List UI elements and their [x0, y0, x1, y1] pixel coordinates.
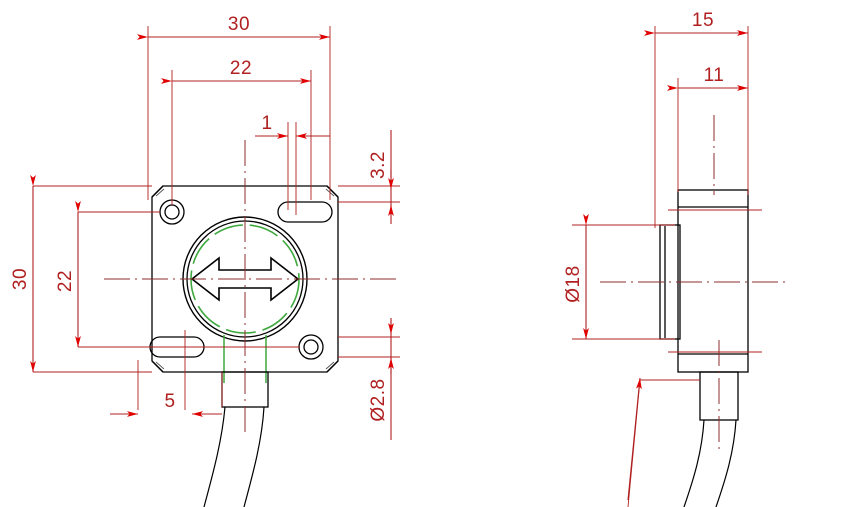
dimension-label-front-holespacing-v-22: 22 — [55, 270, 76, 292]
side-body-outline — [677, 189, 749, 373]
dimension-label-front-flange-3-2: 3.2 — [368, 151, 389, 179]
dimension-label-side-body-depth-11: 11 — [704, 65, 725, 86]
dimension-side-sensor-dia-18: Ø18 — [563, 214, 589, 339]
side-cable-wires — [683, 419, 737, 507]
front-cable-wires — [203, 406, 265, 507]
dimension-label-front-holespacing-22: 22 — [230, 58, 252, 79]
dimension-front-cable-offset-5: 5 — [110, 391, 222, 417]
front-centerlines — [104, 140, 398, 434]
dimension-label-front-height-30: 30 — [10, 268, 31, 290]
dimension-label-front-cable-offset-5: 5 — [164, 391, 175, 412]
dimension-front-width-30: 30 — [137, 14, 330, 40]
mounting-hole-bottom-right — [298, 334, 324, 360]
side-cable-leader — [627, 377, 642, 501]
front-extension-lines — [33, 26, 400, 410]
dimension-side-depth-15: 15 — [644, 10, 748, 36]
dimension-label-front-width-30: 30 — [228, 14, 250, 35]
dimension-front-height-30: 30 — [10, 175, 36, 372]
dimension-front-holespacing-22: 22 — [161, 58, 311, 84]
mounting-slot-bottom-left — [149, 336, 205, 358]
side-centerlines — [600, 115, 790, 450]
dimension-label-front-hole-dia-2-8: Ø2.8 — [368, 378, 389, 421]
dimension-side-body-depth-11: 11 — [667, 65, 748, 91]
front-view: 30 22 1 30 22 3.2 — [10, 14, 400, 507]
dimension-front-slot-offset-1: 1 — [255, 113, 330, 139]
side-view: 15 11 Ø18 — [563, 10, 790, 507]
dimension-label-side-depth-15: 15 — [692, 10, 714, 31]
mounting-slot-top-right — [277, 201, 333, 223]
side-extension-lines — [572, 26, 762, 507]
dimension-front-flange-3-2: 3.2 — [368, 130, 394, 224]
dimension-label-side-sensor-dia-18: Ø18 — [563, 265, 584, 302]
front-internal-hidden-lines — [223, 335, 267, 383]
dimension-front-hole-dia-2-8: Ø2.8 — [368, 318, 394, 440]
dimension-label-front-slot-offset-1: 1 — [261, 113, 272, 134]
dimension-front-holespacing-v-22: 22 — [55, 201, 81, 347]
